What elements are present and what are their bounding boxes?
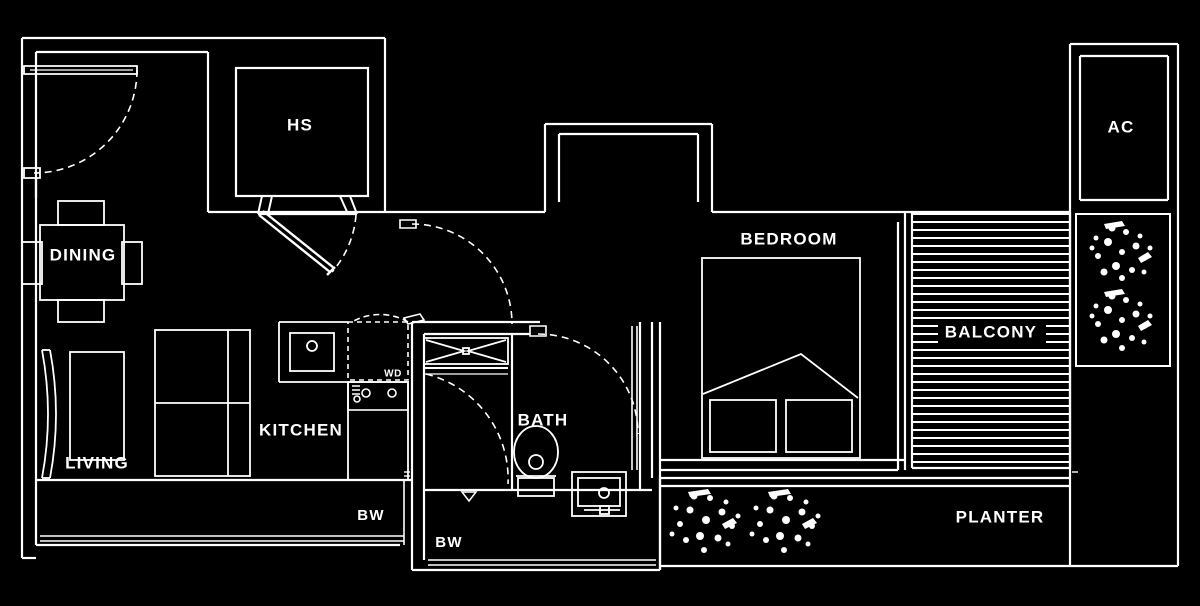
shrub-side-a (1089, 221, 1153, 281)
curved-feature (41, 349, 57, 479)
wd-label: WD (384, 369, 402, 380)
bw-label-bath: BW (435, 534, 462, 551)
balcony-label-backing (938, 322, 1046, 346)
kitchen-sink (289, 332, 335, 372)
kitchen-counter (278, 321, 348, 383)
internal-walls (36, 320, 662, 572)
balcony-edges (910, 212, 1072, 470)
room-label-bath: BATH (518, 410, 569, 429)
dining-table (21, 200, 143, 323)
bw-label-living: BW (357, 507, 384, 524)
tv-console (154, 329, 251, 477)
wd-enclosure (347, 321, 409, 381)
shrub-side-b (1089, 289, 1153, 351)
kitchen-door (351, 313, 426, 325)
room-label-ac: AC (1108, 117, 1135, 136)
shower-tray (571, 471, 627, 517)
room-label-kitchen: KITCHEN (259, 420, 343, 439)
room-label-balcony: BALCONY (945, 322, 1037, 341)
bay-window-living (40, 480, 405, 545)
room-label-dining: DINING (50, 245, 117, 264)
hs-door (257, 195, 358, 276)
shrub-planter-a (669, 489, 741, 553)
entry-door (23, 65, 138, 179)
bedroom-walls (660, 212, 907, 472)
bath-glazing (631, 326, 638, 470)
small-marks (404, 471, 1078, 477)
room-label-bedroom: BEDROOM (740, 229, 837, 248)
floor-waste (460, 491, 478, 503)
household-shelter (234, 66, 370, 198)
room-label-hs: HS (287, 115, 313, 134)
bed (701, 257, 861, 459)
toilet (513, 425, 559, 497)
bath-door (529, 325, 639, 435)
room-label-planter: PLANTER (956, 507, 1045, 526)
hob (347, 381, 409, 411)
sofa (69, 351, 125, 461)
shrub-planter-b (749, 489, 821, 553)
bay-window-bath (428, 559, 656, 566)
corridor-door (399, 219, 513, 325)
wardrobe (423, 337, 509, 365)
bedroom-door (424, 367, 509, 485)
planter-box (658, 476, 1178, 570)
side-planter-box (1075, 213, 1171, 367)
room-label-living: LIVING (65, 453, 129, 472)
